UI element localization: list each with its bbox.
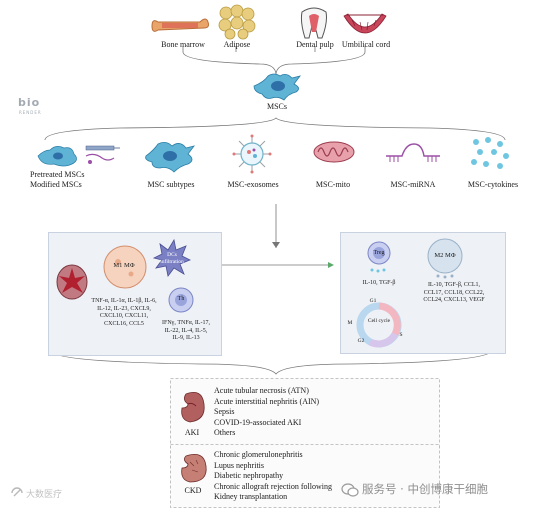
m2-cytokine-list: IL-10, TGF-β, CCL1, CCL17, CCL18, CCL22,… — [423, 282, 485, 303]
bio-logo: bio — [18, 96, 41, 109]
msc-cytokines-label: MSC-cytokines — [467, 180, 519, 189]
msc-cell-icon — [253, 73, 301, 101]
source-dental-pulp-label: Dental pulp — [296, 40, 334, 49]
m2-macrophage-icon — [427, 238, 463, 279]
mitochondria-icon — [313, 141, 355, 163]
ckd-item: Chronic allograft rejection following — [214, 481, 332, 491]
modified-msc-label: Modified MSCs — [30, 180, 82, 189]
treg-cytokine-list: IL-10, TGF-β — [362, 280, 396, 286]
ckd-item: Diabetic nephropathy — [214, 471, 284, 480]
th-cytokine-list: IFNγ, TNFα, IL-17, IL-22, IL-4, IL-5, IL… — [162, 320, 210, 341]
cytokines-icon — [471, 137, 509, 169]
m1-cytokine-list: TNF-α, IL-1α, IL-1β, IL-6, IL-12, IL-23,… — [91, 298, 157, 327]
adipose-icon — [218, 4, 256, 40]
msc-mirna-label: MSC-miRNA — [390, 180, 436, 189]
aki-item: Acute interstitial nephritis (AIN) — [214, 396, 320, 406]
m1-macrophage-icon — [103, 245, 147, 289]
wechat-icon — [341, 483, 359, 497]
tooth-icon — [300, 7, 327, 39]
msc-mito-label: MSC-mito — [315, 180, 351, 189]
source-bone-marrow-label: Bone marrow — [161, 40, 205, 49]
aki-label: AKI — [184, 428, 200, 437]
aki-kidney-icon — [181, 391, 205, 423]
source-umbilical-cord-label: Umbilical cord — [341, 40, 391, 49]
damaged-tissue-icon — [56, 264, 88, 300]
ckd-item: Lupus nephritis — [214, 460, 264, 470]
watermark-left: 大数医疗 — [26, 490, 63, 500]
umbilical-cord-icon — [343, 13, 387, 34]
ckd-item: Kidney transplantation — [214, 492, 288, 501]
aki-item: Others — [214, 428, 236, 437]
dcs-label: DCs infiltration — [160, 252, 184, 265]
dendritic-cell-icon — [152, 238, 191, 277]
aki-item: Acute tubular necrosis (ATN) — [214, 386, 309, 395]
cell-cycle-m: M — [347, 320, 353, 326]
th-cell-icon — [168, 287, 194, 313]
mirna-icon — [386, 143, 440, 162]
msc-subtypes-icon — [145, 142, 195, 173]
bone-marrow-icon — [151, 18, 209, 32]
treg-label: Treg — [373, 250, 385, 256]
aki-box — [170, 378, 440, 450]
msc-subtypes-label: MSC subtypes — [147, 180, 195, 189]
ckd-item: Chronic glomerulonephritis — [214, 450, 303, 459]
msc-exosomes-label: MSC-exosomes — [227, 180, 279, 189]
bio-logo-sub: RENDER — [19, 110, 42, 115]
msc-label: MSCs — [266, 102, 287, 111]
exosome-icon — [232, 134, 272, 174]
cell-cycle-ring — [356, 302, 402, 348]
aki-item: Sepsis — [214, 407, 235, 416]
cell-cycle-g2: G2 — [357, 338, 365, 344]
pretreated-msc-label: Pretreated MSCs — [30, 170, 85, 179]
ckd-label: CKD — [184, 486, 202, 495]
cell-cycle-s: S — [399, 332, 403, 338]
watermark-logo-icon — [11, 487, 23, 497]
aki-item: COVID-19-associated AKI — [214, 417, 302, 427]
cell-cycle-label: Cell cycle — [367, 318, 391, 324]
ckd-box — [170, 444, 440, 508]
m2-label: M2 MΦ — [434, 252, 456, 259]
pretreated-msc-icon — [37, 145, 120, 167]
source-adipose-label: Adipose — [223, 40, 251, 49]
treg-cell-icon — [367, 241, 391, 273]
ckd-kidney-icon — [181, 453, 207, 483]
th-label: Th — [177, 296, 185, 302]
watermark-right: 服务号 · 中创博康干细胞 — [362, 482, 488, 496]
cell-cycle-g1: G1 — [369, 298, 377, 304]
m1-label: M1 MΦ — [113, 262, 135, 269]
